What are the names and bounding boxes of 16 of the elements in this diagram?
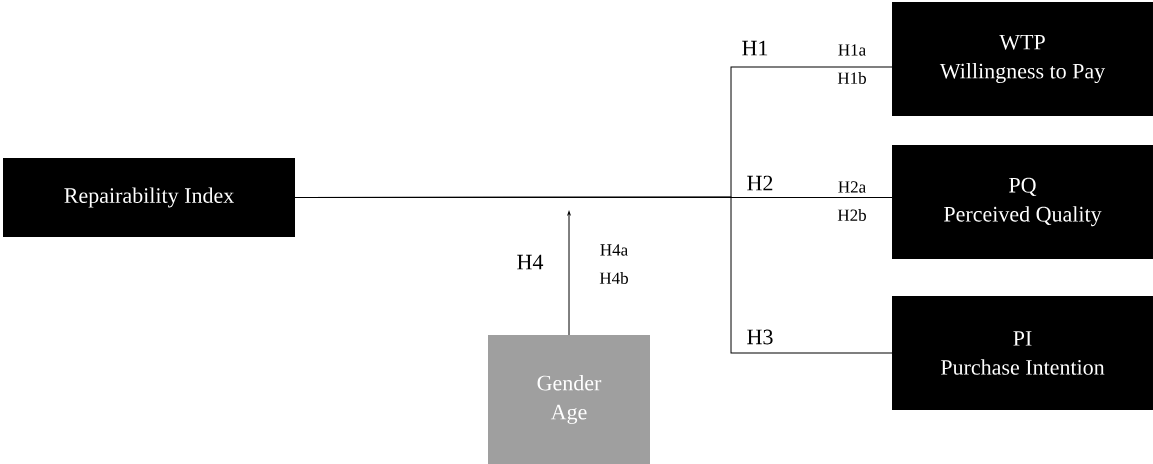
variable-box: Gender Age	[488, 335, 650, 464]
edge-label: H3	[747, 329, 773, 345]
hypothesis-label: H4b	[599, 272, 628, 284]
edge-label: H1	[742, 40, 768, 56]
hypothesis-label: H4a	[600, 244, 628, 256]
arrow	[567, 211, 571, 336]
hypothesis-label: H1a	[838, 44, 866, 56]
variable-box: PI Purchase Intention	[892, 296, 1153, 410]
hypothesis-label: H2a	[838, 181, 866, 193]
edge-label: H4	[517, 254, 544, 270]
hypothesis-label: H2b	[837, 209, 866, 221]
edge-label: H2	[747, 175, 773, 191]
hypothesis-label: H1b	[837, 72, 866, 84]
variable-box: PQ Perceived Quality	[892, 145, 1153, 259]
variable-box: Repairability Index	[3, 158, 295, 237]
variable-box: WTP Willingness to Pay	[892, 2, 1153, 116]
